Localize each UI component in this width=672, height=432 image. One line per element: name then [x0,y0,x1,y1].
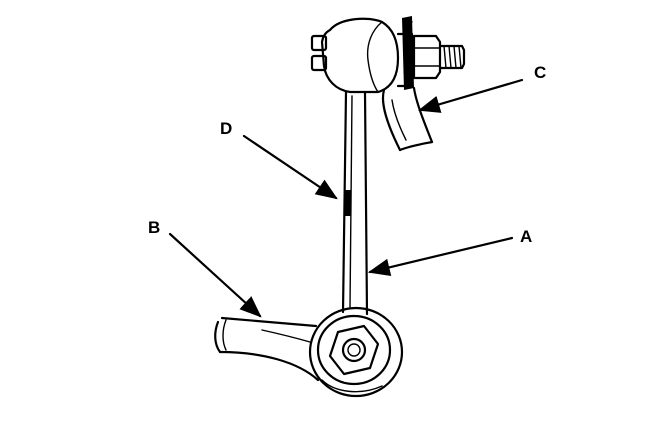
callout-a: A [520,227,532,246]
lower-bushing [308,306,404,398]
leader-a [367,236,514,276]
leader-b [168,232,262,318]
lower-arm-b [214,316,320,382]
paint-mark-d [344,190,351,216]
mounting-flange [396,16,442,90]
leader-lines [168,78,524,318]
leader-d [242,134,338,200]
callout-b: B [148,218,160,237]
leader-c [417,78,524,113]
callout-d: D [220,119,232,138]
stabilizer-bar-c [381,86,434,152]
link-rod-a [341,90,369,316]
upper-ball-joint [310,17,400,94]
callout-c: C [534,63,546,82]
threaded-stud [438,44,466,70]
